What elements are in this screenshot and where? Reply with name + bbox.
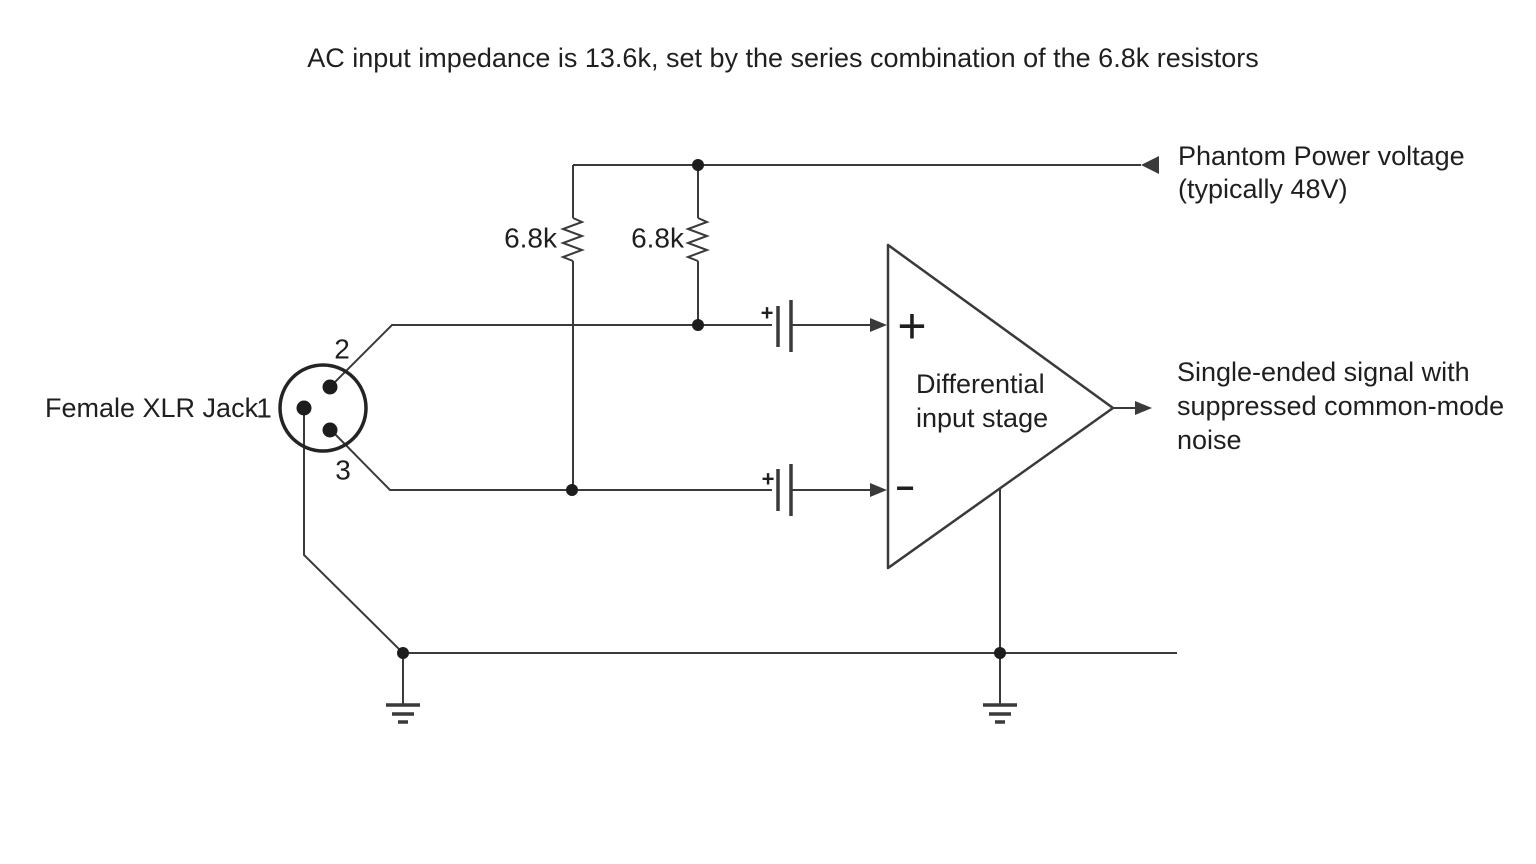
cap-bottom-polarity-label: + — [762, 467, 775, 492]
cap-top-polarity-label: + — [761, 301, 774, 326]
junction-pin3-resistor — [566, 484, 578, 496]
resistor-right-zigzag-icon — [685, 217, 710, 262]
opamp-label-line1: Differential — [916, 369, 1045, 399]
pin3-signal-wire — [330, 429, 772, 491]
pin3-label: 3 — [335, 455, 351, 486]
xlr-pin2-contact — [322, 379, 338, 395]
opamp-label-line2: input stage — [916, 403, 1048, 433]
output-label-line3: noise — [1177, 425, 1242, 455]
pin2-label: 2 — [334, 334, 350, 365]
opamp-inverting-label: − — [896, 470, 915, 506]
xlr-jack-body — [278, 363, 368, 453]
xlr-jack-label: Female XLR Jack — [45, 393, 259, 423]
pin2-signal-wire — [329, 324, 772, 388]
pin1-label: 1 — [256, 393, 272, 424]
noninverting-input-arrowhead-icon — [870, 318, 887, 332]
output-label-line2: suppressed common-mode — [1177, 391, 1504, 421]
junction-ground-left — [397, 647, 409, 659]
diagram-title: AC input impedance is 13.6k, set by the … — [307, 43, 1259, 73]
resistor-left-zigzag-icon — [560, 217, 585, 262]
xlr-pin1-contact — [296, 400, 312, 416]
junction-pin2-resistor — [692, 319, 704, 331]
resistor-right-value: 6.8k — [631, 223, 685, 254]
phantom-label-line1: Phantom Power voltage — [1178, 141, 1465, 171]
phantom-arrowhead-icon — [1141, 156, 1159, 174]
ground-symbol-left-icon — [386, 703, 420, 724]
inverting-input-arrowhead-icon — [870, 483, 887, 497]
output-label-line1: Single-ended signal with — [1177, 357, 1470, 387]
xlr-pin3-contact — [322, 422, 338, 438]
resistor-left-value: 6.8k — [504, 223, 558, 254]
opamp-noninverting-label: + — [897, 298, 926, 354]
junction-phantom-rail — [692, 159, 704, 171]
pin1-ground-wire — [303, 408, 404, 705]
phantom-label-line2: (typically 48V) — [1178, 174, 1348, 204]
junction-ground-right — [994, 647, 1006, 659]
ground-symbol-right-icon — [983, 703, 1017, 724]
output-arrowhead-icon — [1135, 401, 1152, 415]
